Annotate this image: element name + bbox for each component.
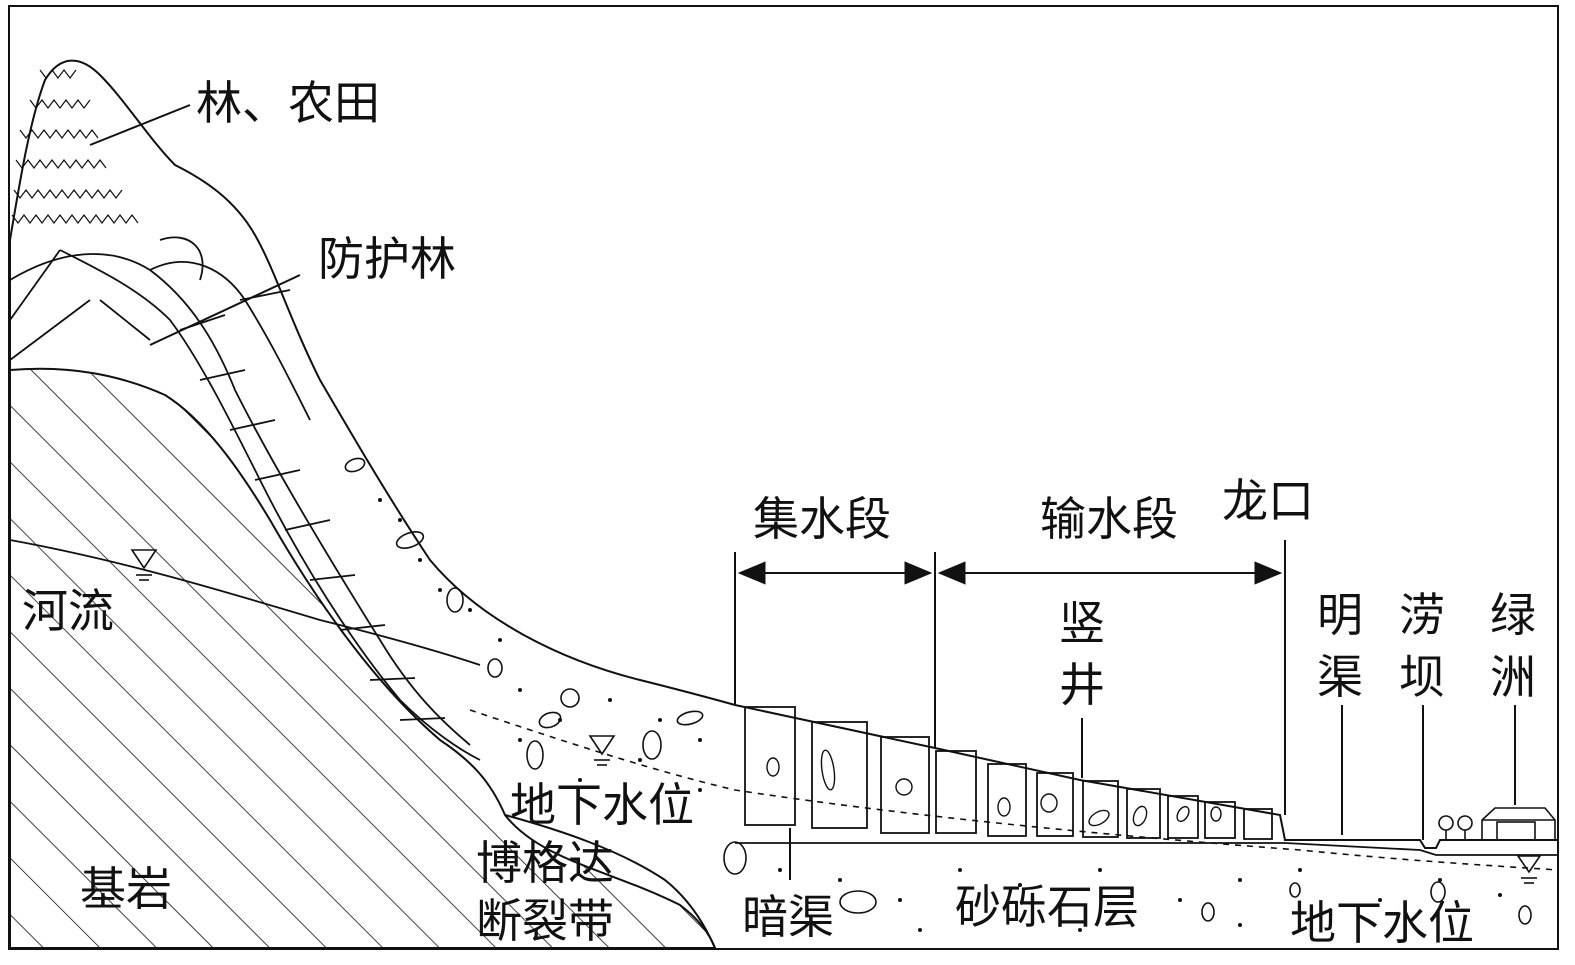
- bedrock-region: [9, 367, 717, 949]
- label-dam: 涝坝: [1399, 588, 1445, 704]
- label-bedrock: 基岩: [80, 862, 172, 916]
- groundwater-line: [469, 709, 1559, 871]
- label-conveyance-section: 输水段: [1040, 492, 1178, 546]
- vertical-wells: [744, 706, 1273, 840]
- label-open-channel: 明渠: [1317, 588, 1363, 704]
- water-level-icon: [588, 735, 616, 766]
- leader-lines: [89, 104, 1516, 880]
- label-groundwater-level-right: 地下水位: [1290, 896, 1474, 950]
- fault-zone-boundary: [504, 814, 716, 949]
- mountain-outline: [9, 59, 736, 706]
- forest-texture: [11, 69, 139, 224]
- label-oasis: 绿洲: [1490, 588, 1536, 704]
- water-level-icon: [130, 549, 158, 581]
- label-outlet: 龙口: [1222, 474, 1314, 528]
- label-shelter-forest: 防护林: [318, 232, 456, 286]
- house-icon: [1481, 807, 1556, 841]
- label-forest-farmland: 林、农田: [196, 76, 380, 130]
- label-fault-zone-line2: 断裂带: [476, 894, 614, 948]
- ground-surface: [734, 704, 1558, 849]
- label-river: 河流: [22, 584, 114, 638]
- pebbles: [344, 457, 1532, 925]
- rock-strata: [9, 236, 481, 761]
- label-catchment-section: 集水段: [753, 492, 891, 546]
- section-dimension-lines: [734, 540, 1286, 815]
- river-line: [9, 539, 481, 666]
- channel-bottom-line: [735, 842, 1558, 856]
- tree-icon: [1438, 815, 1473, 840]
- gravel-texture: [378, 498, 1502, 932]
- water-level-icon: [1516, 855, 1542, 884]
- label-groundwater-level-left: 地下水位: [510, 778, 694, 832]
- label-gravel-layer: 砂砾石层: [955, 880, 1139, 934]
- label-fault-zone-line1: 博格达: [476, 836, 614, 890]
- well-pebbles: [766, 749, 1222, 827]
- label-underground-channel: 暗渠: [742, 890, 834, 944]
- label-vertical-well: 竖井: [1059, 596, 1105, 712]
